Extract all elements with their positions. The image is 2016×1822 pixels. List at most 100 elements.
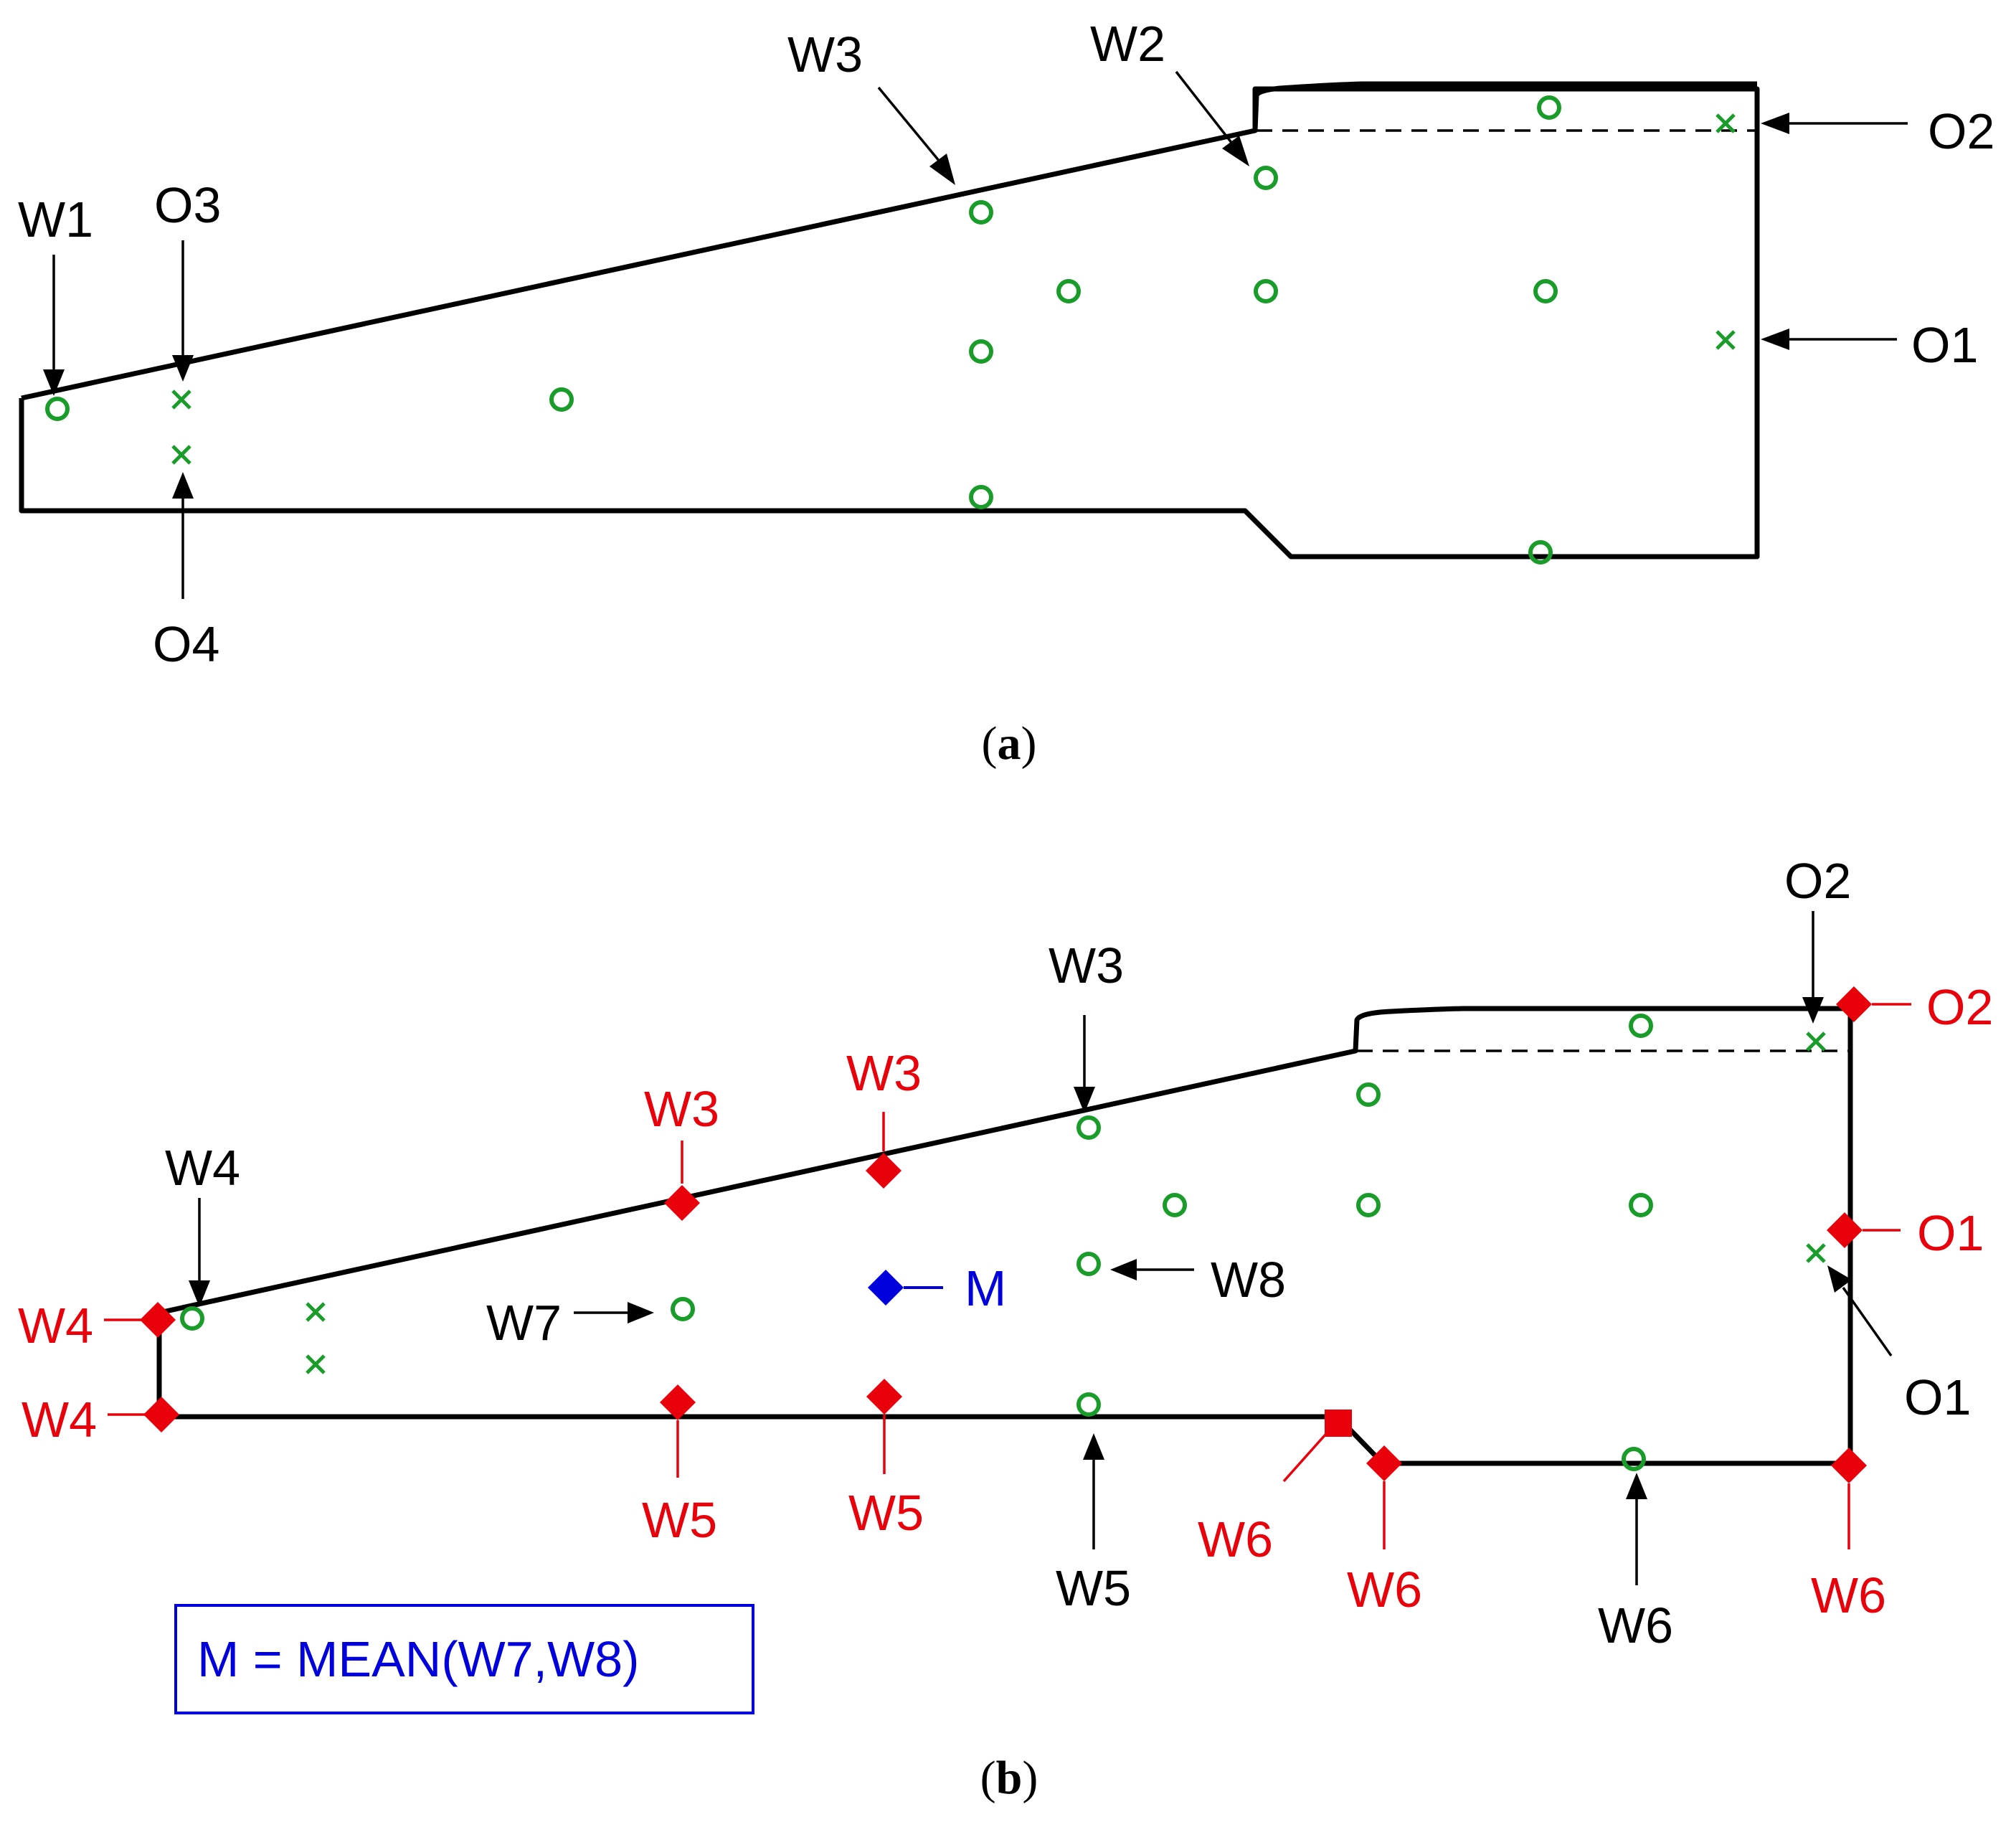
sample-point: [45, 397, 70, 421]
x-mark: [1716, 113, 1736, 133]
arrowhead: [172, 472, 194, 499]
arrowhead: [628, 1302, 654, 1323]
label-o3: O3: [154, 177, 221, 233]
sample-point: [1537, 95, 1561, 120]
panel-a-part-outline: [19, 86, 1760, 560]
sample-point: [969, 339, 993, 364]
arrow: [1842, 1286, 1893, 1357]
red-label-w6-mid: W6: [1347, 1562, 1422, 1618]
panel-b-part-outline: [156, 1011, 1853, 1466]
arrowhead: [43, 369, 65, 396]
label-w5: W5: [1056, 1560, 1131, 1616]
label-w4: W4: [165, 1140, 240, 1196]
red-label-w4-bottom: W4: [22, 1392, 97, 1448]
sample-point: [1629, 1014, 1653, 1038]
panel-a-x-marks: [171, 113, 1736, 465]
computed-point: [1836, 986, 1872, 1022]
arrowhead: [1827, 1265, 1852, 1293]
x-mark: [1806, 1243, 1826, 1263]
sample-point: [1356, 1193, 1381, 1217]
panel-a-upper-edge: [21, 81, 1757, 401]
red-label-w3-right: W3: [846, 1045, 922, 1101]
arrowhead: [189, 1280, 210, 1307]
sample-point: [1254, 279, 1278, 303]
arrowhead: [1761, 329, 1789, 350]
red-label-w3-left: W3: [644, 1081, 719, 1137]
x-mark: [171, 390, 191, 410]
arrowhead: [172, 355, 194, 382]
computed-point: [140, 1302, 176, 1338]
sample-point: [1533, 279, 1558, 303]
x-mark: [1716, 330, 1736, 350]
red-label-w5-left: W5: [642, 1492, 717, 1548]
sample-point: [1528, 540, 1553, 565]
legend-box: [174, 1604, 754, 1714]
red-label-o1: O1: [1917, 1205, 1984, 1261]
sample-point: [1076, 1392, 1101, 1417]
label-w8: W8: [1211, 1252, 1286, 1308]
sample-point: [969, 485, 993, 509]
sample-point: [1056, 279, 1081, 303]
red-label-w6-right: W6: [1811, 1567, 1886, 1623]
computed-point: [1325, 1410, 1352, 1437]
panel-b-caption: (b): [980, 1752, 1038, 1804]
sample-point: [1076, 1115, 1101, 1140]
computed-point: [1831, 1448, 1867, 1483]
label-o2: O2: [1928, 103, 1994, 159]
x-mark: [171, 445, 191, 465]
arrowhead: [1802, 997, 1824, 1024]
mean-label: M: [965, 1260, 1006, 1316]
sample-point: [1356, 1082, 1381, 1107]
red-label-o2: O2: [1926, 979, 1993, 1035]
panel-b-arrows: [189, 911, 1893, 1585]
sample-point: [969, 200, 993, 225]
label-o4: O4: [153, 616, 219, 672]
red-label-w4-top: W4: [18, 1298, 93, 1354]
panel-b: W4 W7 W3 W8 W5 W6 O2 O1 W4 W4 W3 W3 W5 W…: [18, 853, 1993, 1804]
sample-point: [180, 1306, 204, 1331]
label-w3: W3: [787, 27, 863, 82]
x-mark: [306, 1302, 326, 1322]
label-w6: W6: [1598, 1597, 1673, 1653]
arrowhead: [1083, 1433, 1104, 1460]
computed-point: [1366, 1445, 1402, 1481]
arrow: [877, 86, 941, 163]
label-o1: O1: [1911, 317, 1978, 373]
sample-point: [1629, 1193, 1653, 1217]
arrowhead: [1110, 1259, 1137, 1280]
arrow: [1175, 70, 1234, 145]
panel-b-sample-points: [180, 1014, 1653, 1471]
legend-text: M = MEAN(W7,W8): [197, 1631, 639, 1687]
label-w1: W1: [18, 192, 93, 247]
red-label-w6-left: W6: [1198, 1511, 1273, 1567]
mean-point: [868, 1270, 904, 1306]
label-w7: W7: [486, 1295, 562, 1351]
computed-point: [866, 1379, 902, 1415]
red-label-w5-right: W5: [848, 1485, 924, 1541]
x-mark: [1806, 1032, 1826, 1052]
arrowhead: [1222, 136, 1249, 166]
arrowhead: [1074, 1087, 1095, 1113]
panel-a-caption: (a): [982, 717, 1037, 770]
sample-point: [1254, 166, 1278, 190]
leader-line: [1282, 1433, 1327, 1483]
panel-b-red-labels: W4 W4 W3 W3 W5 W5 W6 W6 W6 O2 O1: [18, 979, 1993, 1623]
label-w3: W3: [1049, 938, 1124, 993]
x-mark: [306, 1354, 326, 1374]
arrowhead: [929, 154, 955, 185]
arrowhead: [1761, 113, 1789, 134]
panel-a-sample-points: [45, 95, 1561, 565]
computed-point: [866, 1153, 901, 1189]
computed-point: [660, 1384, 696, 1420]
panel-b-x-marks: [306, 1032, 1826, 1374]
sample-point: [1163, 1193, 1187, 1217]
panel-a-arrows: [43, 70, 1908, 599]
panel-a: W1 O3 W3 W2 O2 O1 O4 (a): [18, 16, 1994, 770]
sample-point: [671, 1297, 695, 1321]
panel-b-upper-edge: [158, 1006, 1850, 1316]
arrowhead: [1626, 1473, 1647, 1499]
computed-point: [143, 1397, 179, 1432]
sample-point: [549, 387, 574, 412]
label-o1: O1: [1904, 1369, 1971, 1425]
